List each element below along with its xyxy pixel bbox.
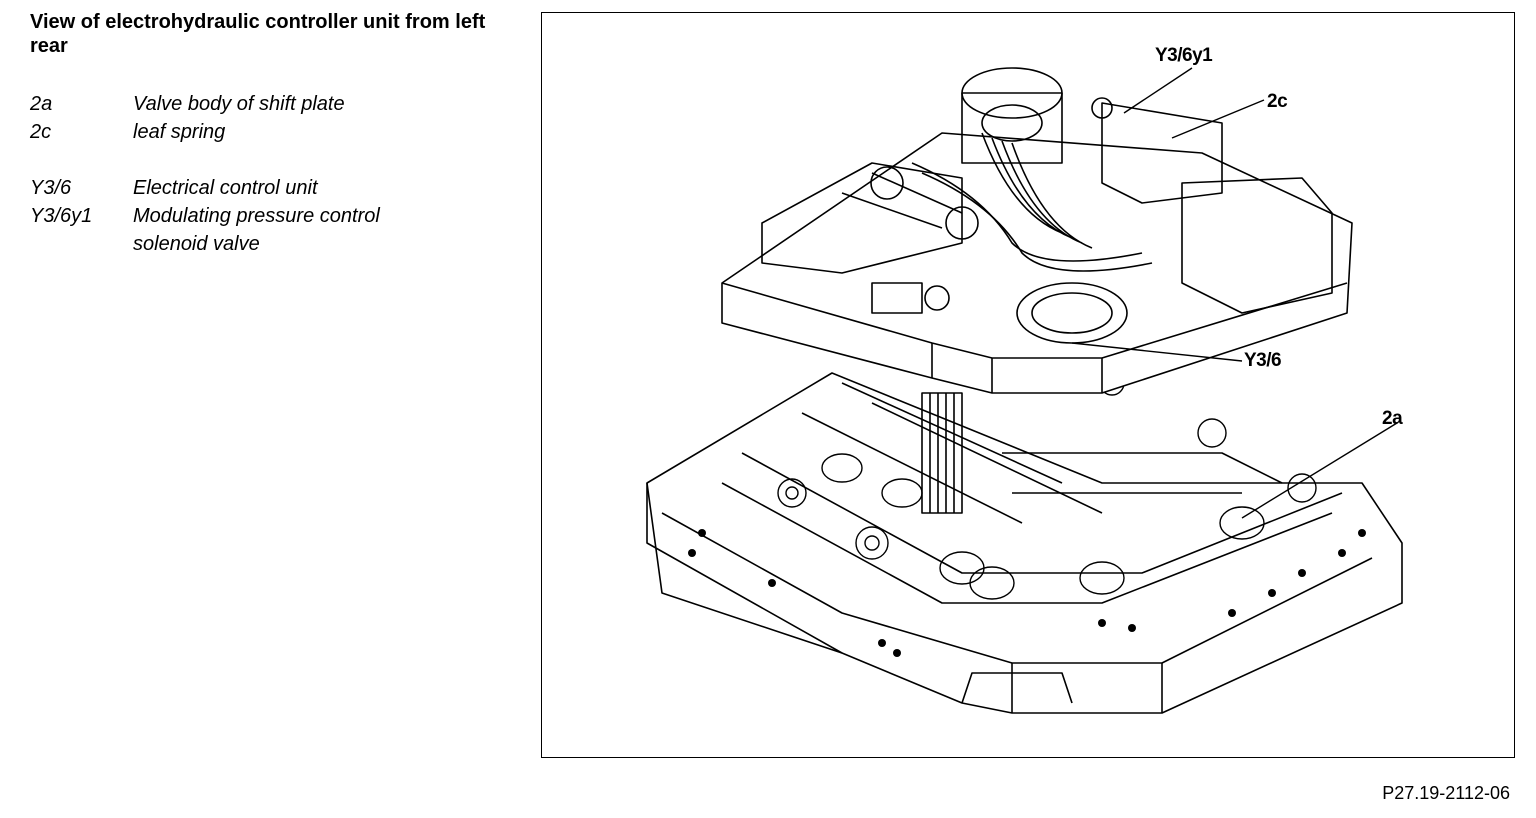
valve-body-shift-plate — [646, 370, 1403, 714]
callout-2c: 2c — [1267, 91, 1288, 112]
diagram-frame: Y3/6y1 2c Y3/6 2a — [541, 12, 1515, 758]
controller-unit-illustration — [646, 67, 1403, 714]
page-title: View of electrohydraulic controller unit… — [30, 11, 486, 57]
legend-code: Y3/6 — [30, 177, 72, 199]
callout-2a: 2a — [1382, 408, 1403, 429]
legend-item: Y3/6y1 Modulating pressure control solen… — [30, 202, 433, 258]
legend-code: 2c — [30, 121, 52, 143]
legend-item: 2a Valve body of shift plate — [30, 90, 433, 118]
leader-2c — [1171, 99, 1265, 139]
legend-code: Y3/6y1 — [30, 205, 93, 227]
callout-leaders — [1071, 67, 1398, 519]
legend-desc: Modulating pressure control solenoid val… — [133, 205, 380, 255]
callout-y36: Y3/6 — [1244, 350, 1282, 371]
legend: 2a Valve body of shift plate 2c leaf spr… — [30, 90, 433, 258]
leader-y36 — [1071, 342, 1243, 362]
leader-2a — [1241, 422, 1398, 519]
callout-y36y1: Y3/6y1 — [1155, 45, 1213, 66]
electrical-control-unit — [721, 67, 1353, 514]
legend-code: 2a — [30, 93, 53, 115]
legend-desc: leaf spring — [133, 121, 226, 143]
leader-y36y1 — [1123, 67, 1193, 114]
legend-desc: Electrical control unit — [133, 177, 318, 199]
legend-item: 2c leaf spring — [30, 118, 433, 146]
figure-reference: P27.19-2112-06 — [1382, 783, 1510, 803]
legend-desc: Valve body of shift plate — [133, 93, 345, 115]
legend-item: Y3/6 Electrical control unit — [30, 174, 433, 202]
